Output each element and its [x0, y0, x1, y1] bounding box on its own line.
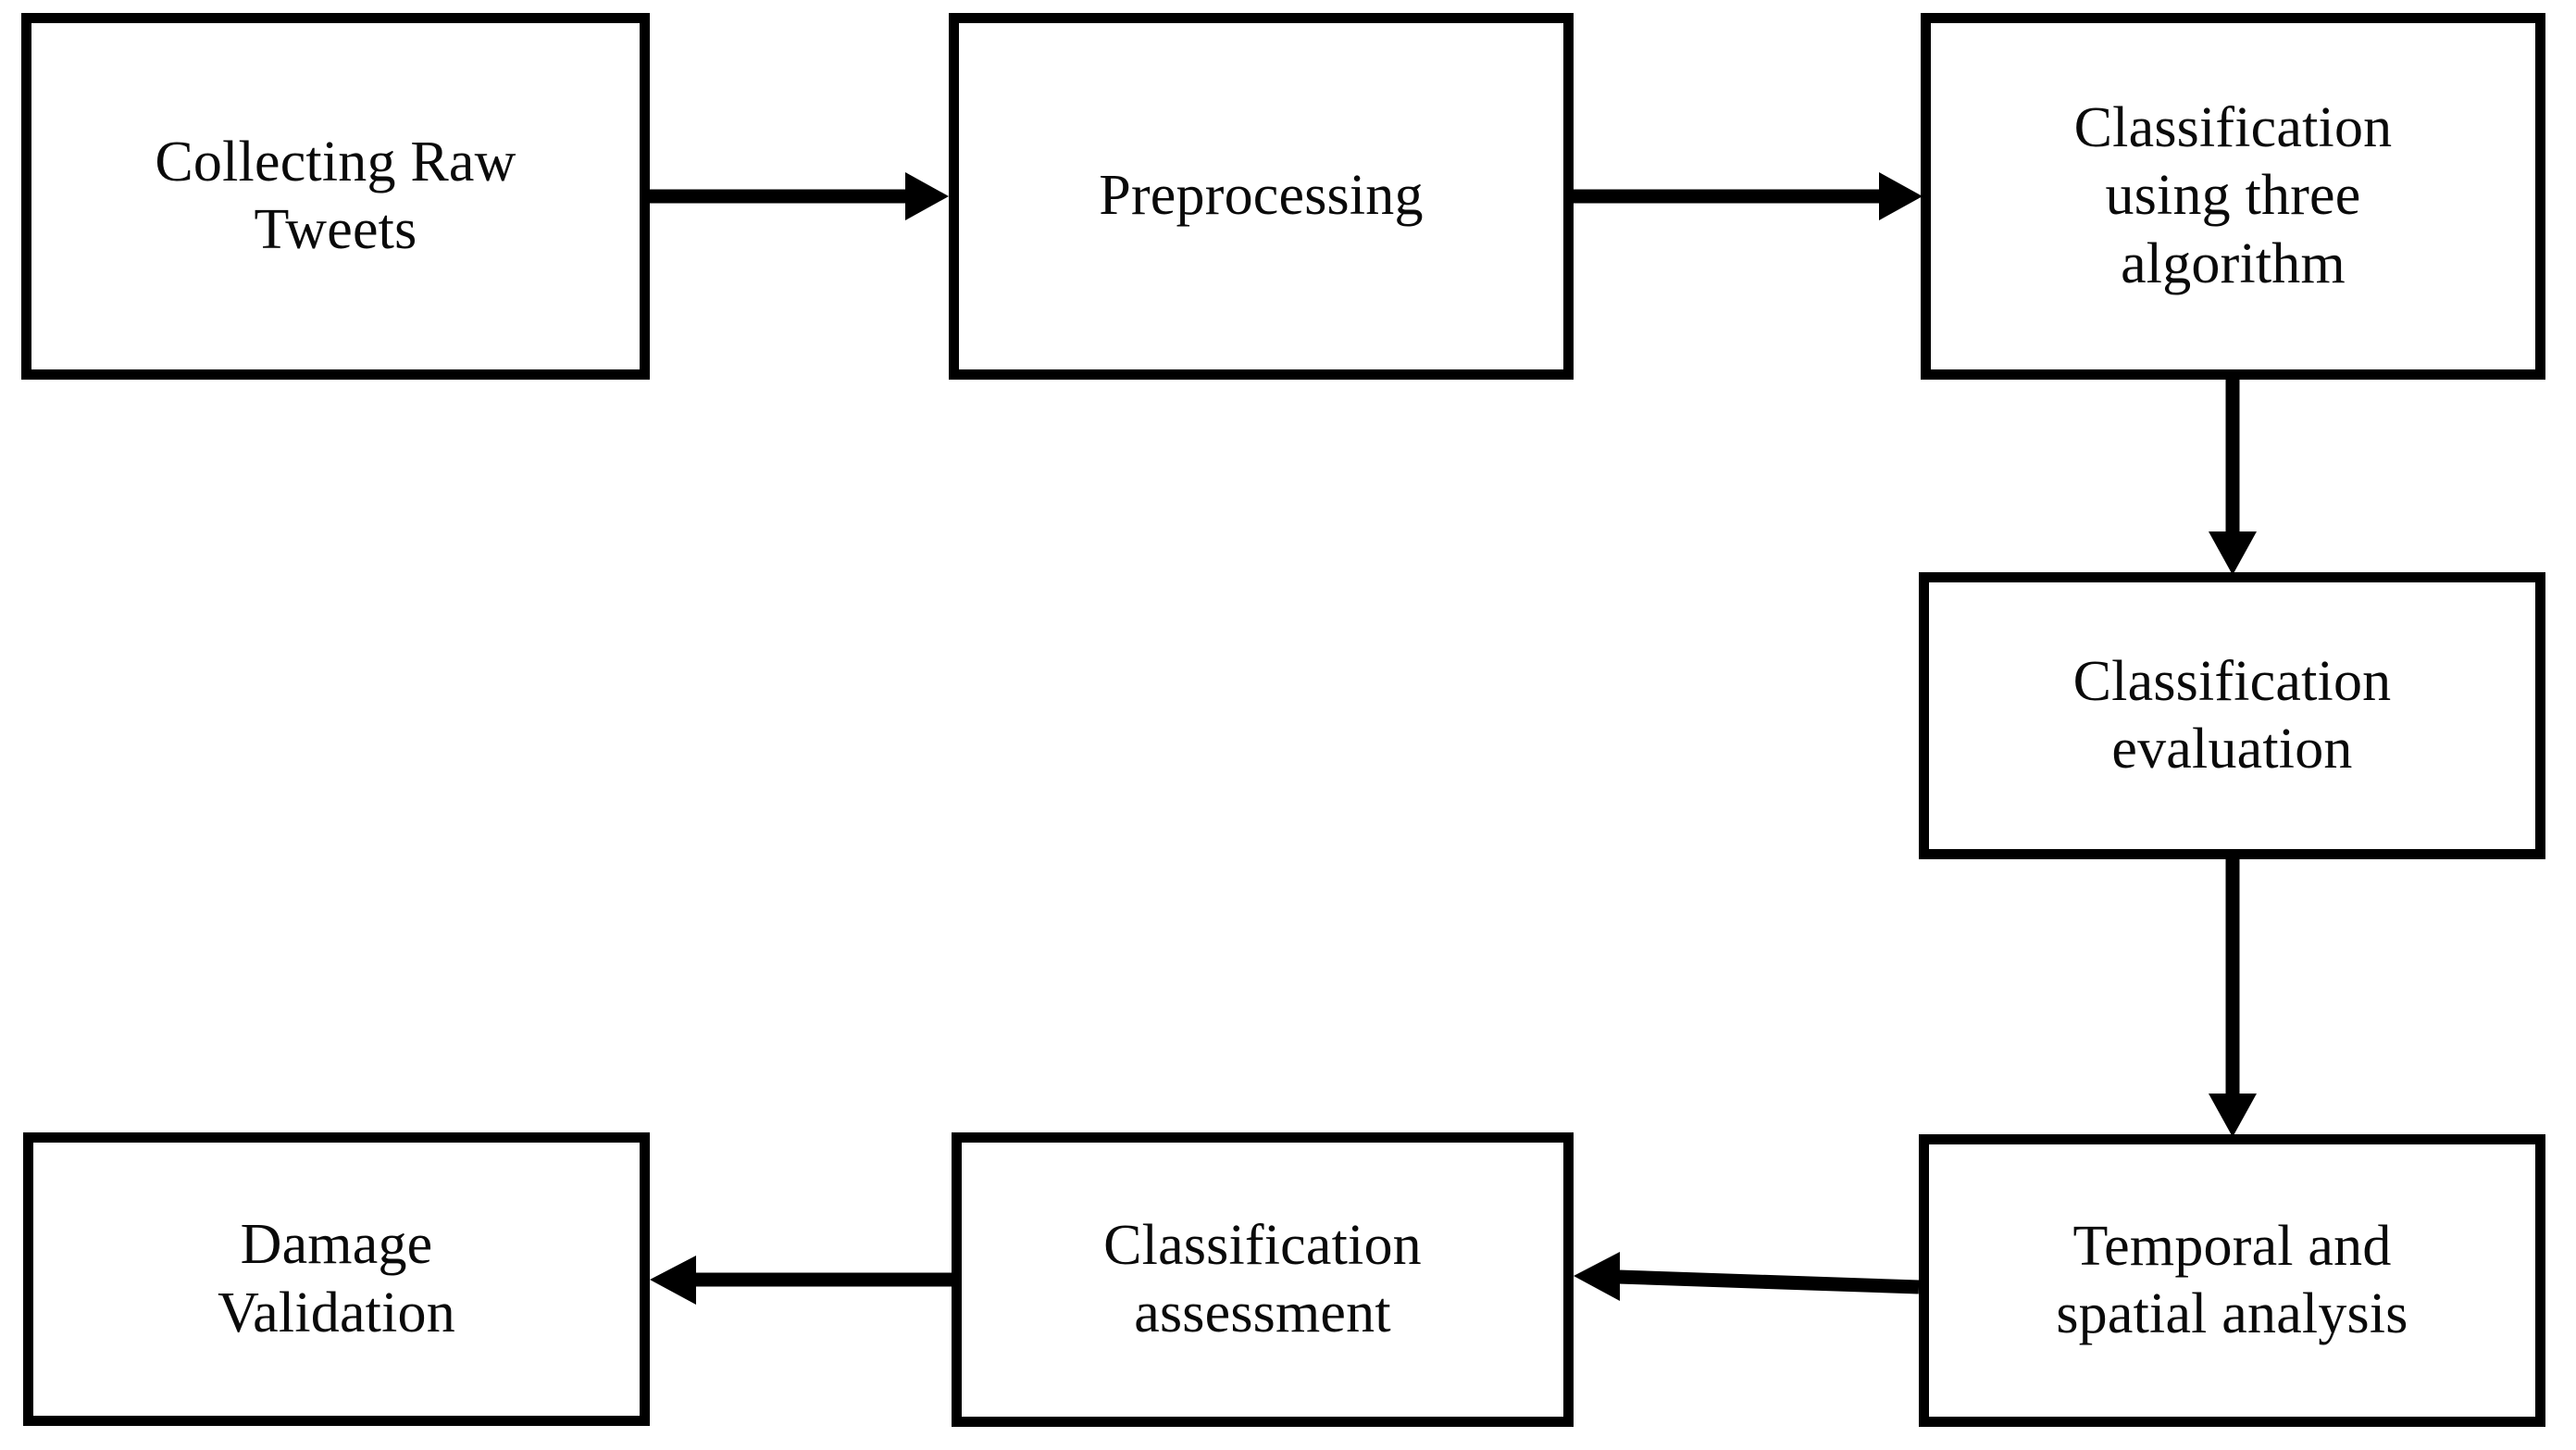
node-preprocessing[interactable]: Preprocessing — [949, 13, 1574, 380]
node-label-collecting-raw-tweets: Collecting Raw Tweets — [155, 130, 516, 261]
node-damage-validation[interactable]: Damage Validation — [23, 1132, 650, 1426]
node-label-classification-evaluation: Classification evaluation — [2072, 649, 2392, 781]
node-label-damage-validation: Damage Validation — [218, 1213, 455, 1344]
node-classification-using-three-algorithm[interactable]: Classification using three algorithm — [1921, 13, 2545, 380]
edge-assessment-to-damage — [650, 1256, 952, 1305]
edge-collecting-to-preprocessing — [650, 172, 949, 220]
node-temporal-and-spatial-analysis[interactable]: Temporal and spatial analysis — [1919, 1134, 2545, 1427]
node-classification-assessment[interactable]: Classification assessment — [952, 1132, 1574, 1427]
node-label-temporal-and-spatial-analysis: Temporal and spatial analysis — [2056, 1214, 2408, 1345]
edge-evaluation-to-temporal — [2209, 859, 2257, 1137]
edge-classification-to-evaluation — [2209, 380, 2257, 575]
node-label-preprocessing: Preprocessing — [1099, 164, 1424, 228]
node-label-classification-using-three-algorithm: Classification using three algorithm — [2073, 96, 2393, 295]
edge-temporal-to-assessment — [1574, 1252, 1920, 1301]
node-label-classification-assessment: Classification assessment — [1103, 1213, 1422, 1344]
node-classification-evaluation[interactable]: Classification evaluation — [1919, 572, 2545, 859]
node-collecting-raw-tweets[interactable]: Collecting Raw Tweets — [21, 13, 650, 380]
edge-preprocessing-to-classification — [1574, 172, 1923, 220]
